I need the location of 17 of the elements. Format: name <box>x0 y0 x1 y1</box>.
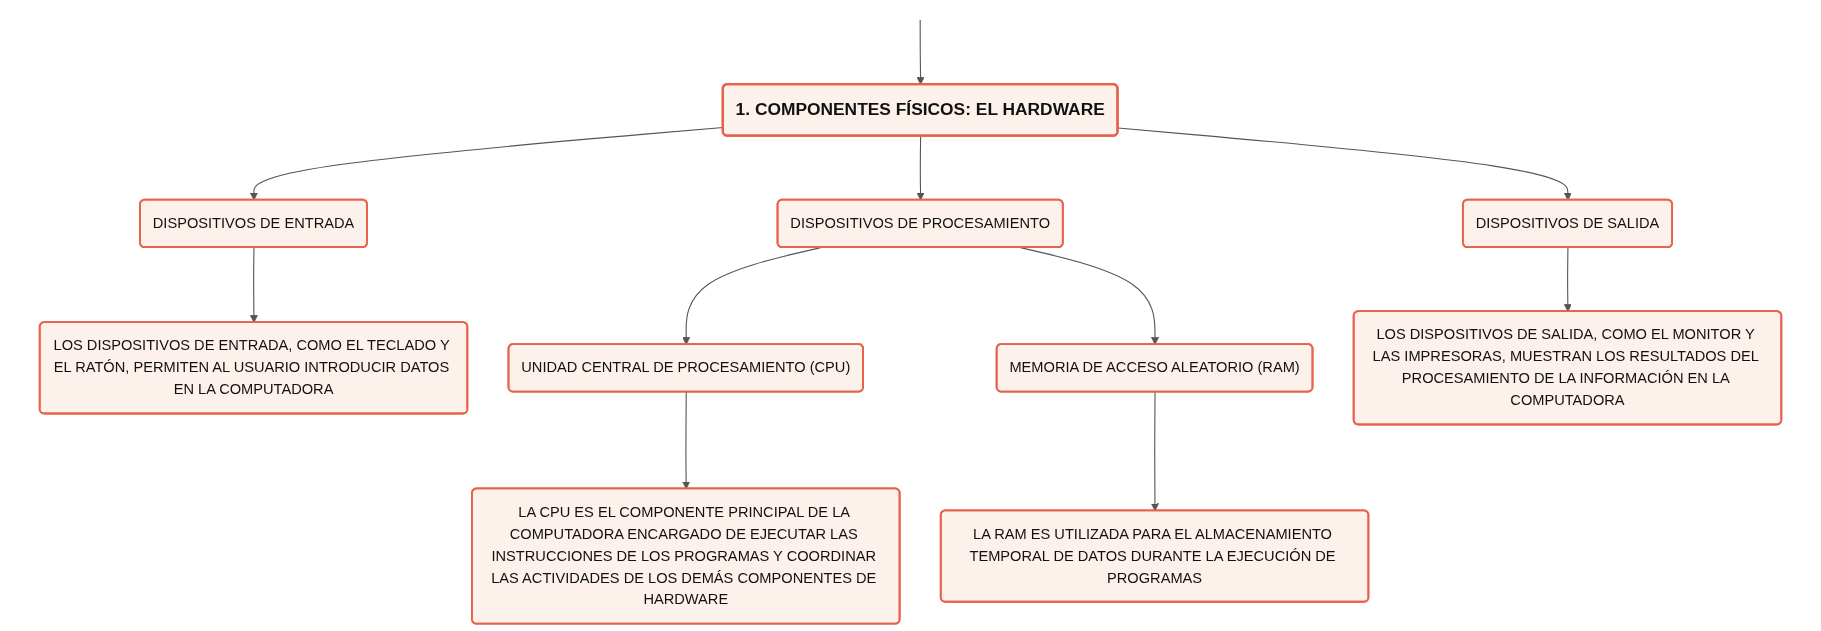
process-box: DISPOSITIVOS DE ENTRADA <box>139 198 368 249</box>
process-box: DISPOSITIVOS DE PROCESAMIENTO <box>776 198 1064 249</box>
topic-box: 1. COMPONENTES FÍSICOS: EL HARDWARE <box>721 82 1119 137</box>
arrow <box>916 135 925 201</box>
process-box: LA RAM ES UTILIZADA PARA EL ALMACENAMIENTO TEMPORAL DE DATOS DURANTE LA EJECUCIÓN DE PROGRAMAS <box>939 509 1370 603</box>
process-box: DISPOSITIVOS DE SALIDA <box>1461 198 1673 249</box>
arrow <box>249 247 258 323</box>
arrow <box>1150 391 1159 512</box>
process-box: LOS DISPOSITIVOS DE SALIDA, COMO EL MONITOR Y LAS IMPRESORAS, MUESTRAN LOS RESULTADOS DEL PROCESAMIENTO DE LA INFORMACIÓN EN LA COMPUTADORA <box>1352 310 1783 426</box>
process-box: LA CPU ES EL COMPONENTE PRINCIPAL DE LA COMPUTADORA ENCARGADO DE EJECUTAR LAS INSTRUCCIONES DE LOS PROGRAMAS Y COORDINAR LAS ACTIVIDADES DE LOS DEMÁS COMPONENTES DE HARDWARE <box>471 487 901 625</box>
process-box: LOS DISPOSITIVOS DE ENTRADA, COMO EL TECLADO Y EL RATÓN, PERMITEN AL USUARIO INTRODUCIR DATOS EN LA COMPUTADORA <box>38 321 469 415</box>
arrow <box>1563 247 1572 312</box>
arrow <box>1117 127 1572 201</box>
process-box: UNIDAD CENTRAL DE PROCESAMIENTO (CPU) <box>507 343 864 393</box>
arrow <box>682 391 691 490</box>
process-box: MEMORIA DE ACCESO ALEATORIO (RAM) <box>995 343 1314 393</box>
arrow <box>916 19 925 85</box>
